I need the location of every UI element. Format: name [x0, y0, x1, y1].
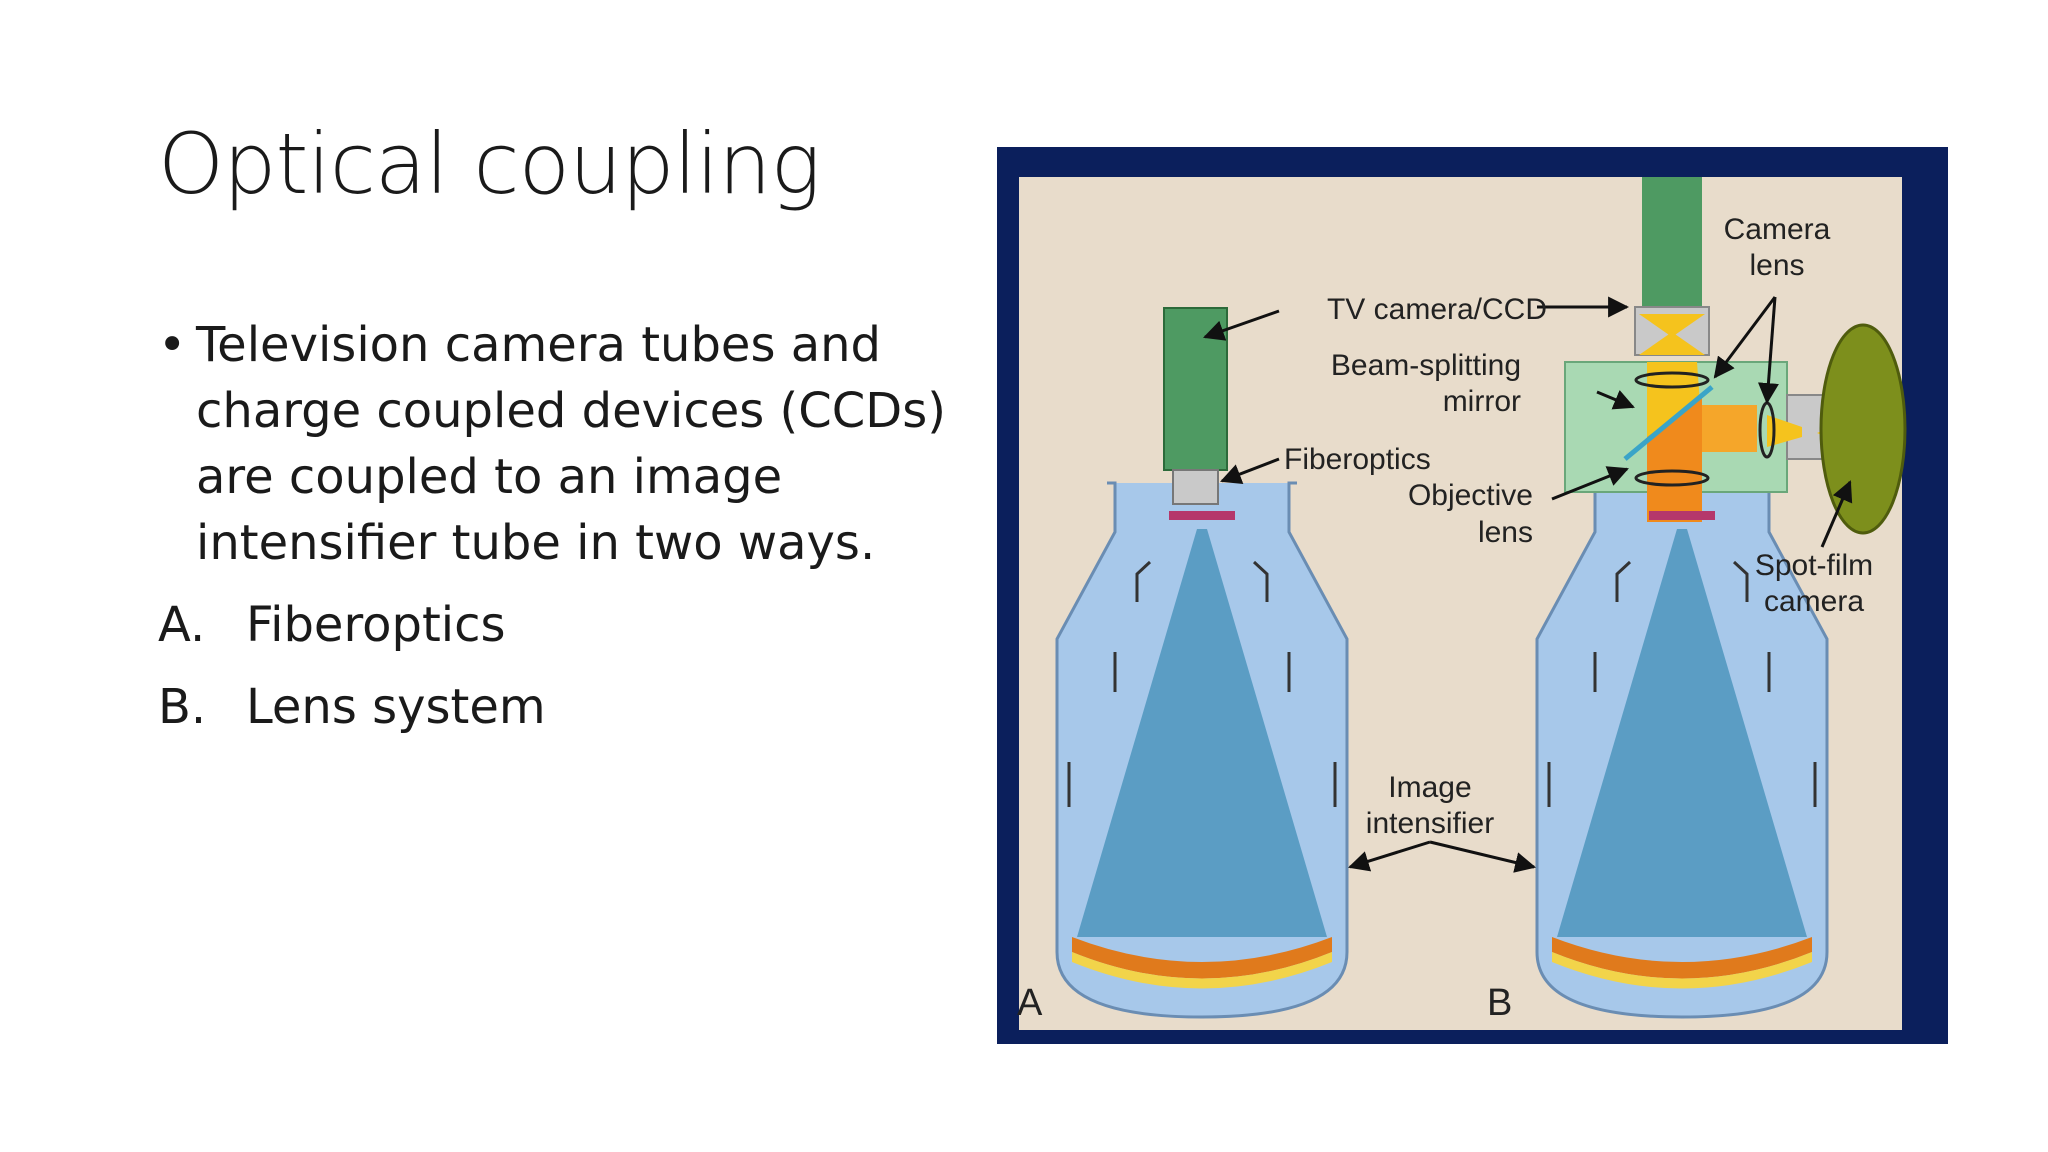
label-image-intensifier-2: intensifier	[1366, 807, 1494, 840]
input-phosphor-b	[1552, 937, 1812, 979]
list-text-b: Lens system	[246, 679, 546, 735]
bullet-item: • Television camera tubes and charge cou…	[158, 312, 958, 576]
optical-coupling-figure: TV camera/CCD Beam-splitting mirror Fibe…	[997, 147, 1948, 1044]
label-camera-lens-1: Camera	[1724, 213, 1831, 246]
bullet-text: Television camera tubes and charge coupl…	[196, 317, 946, 571]
label-objective-1: Objective	[1408, 479, 1533, 512]
label-image-intensifier-1: Image	[1388, 771, 1471, 804]
spot-film-camera	[1819, 323, 1907, 535]
list-marker-a: A.	[158, 597, 206, 653]
intensifier-tube-b	[1535, 481, 1829, 1019]
list-item-a: A. Fiberoptics	[158, 592, 958, 658]
label-panel-a: A	[1017, 982, 1043, 1024]
camera-lens-b	[1634, 371, 1710, 389]
input-screen-a	[1072, 952, 1332, 989]
label-camera-lens-2: lens	[1749, 249, 1804, 282]
beam-splitting-mirror-b	[1623, 385, 1714, 461]
electrodes-b	[1547, 560, 1817, 807]
objective-lens-b	[1634, 469, 1710, 487]
list-item-b: B. Lens system	[158, 674, 958, 740]
beam-a	[1077, 529, 1327, 937]
label-spot-film-2: camera	[1764, 585, 1864, 618]
optical-coupling-diagram: TV camera/CCD Beam-splitting mirror Fibe…	[997, 147, 1948, 1044]
bullet-mark: •	[158, 317, 187, 373]
input-phosphor-a	[1072, 937, 1332, 979]
label-objective-2: lens	[1478, 516, 1533, 549]
output-phosphor-a	[1169, 511, 1235, 520]
label-spot-film-1: Spot-film	[1755, 549, 1873, 582]
label-beam-splitting-2: mirror	[1443, 385, 1521, 418]
slide-title: Optical coupling	[158, 115, 821, 213]
beam-b	[1557, 529, 1807, 937]
label-tv-camera: TV camera/CCD	[1327, 293, 1547, 326]
label-beam-splitting-1: Beam-splitting	[1331, 349, 1521, 382]
label-fiberoptics: Fiberoptics	[1284, 443, 1431, 476]
label-panel-b: B	[1487, 982, 1512, 1024]
fiberoptic-coupler-a	[1172, 469, 1219, 505]
intensifier-tube-a	[1055, 481, 1349, 1019]
tv-camera-b	[1642, 177, 1702, 307]
slide-body: • Television camera tubes and charge cou…	[158, 312, 958, 740]
list-text-a: Fiberoptics	[246, 597, 506, 653]
list-marker-b: B.	[158, 679, 207, 735]
input-screen-b	[1552, 952, 1812, 989]
electrodes-a	[1067, 560, 1337, 807]
leader-lines	[1203, 296, 1853, 873]
